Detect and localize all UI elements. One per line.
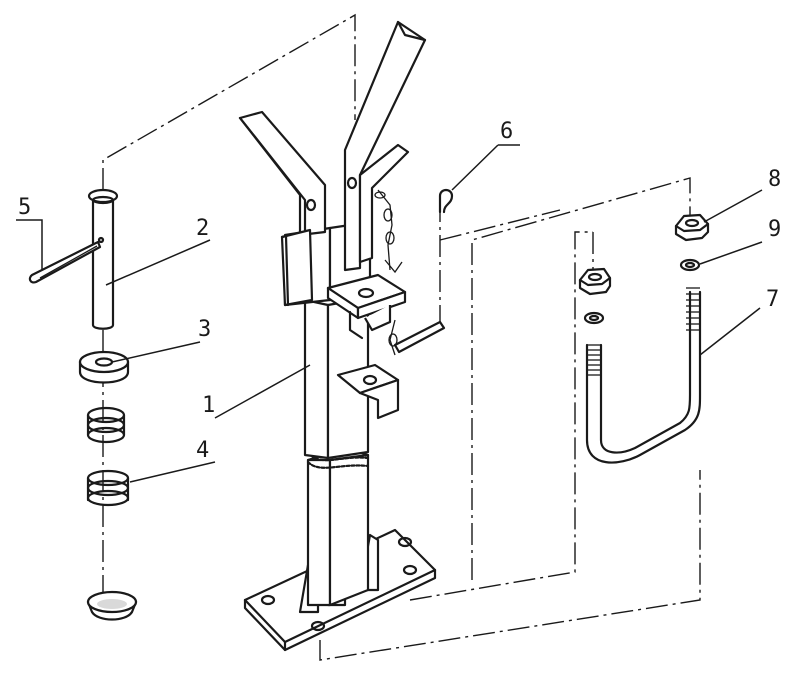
assembly-line-cross [439,209,561,241]
leader-1 [214,364,311,419]
assembly-line-ubolt-bottom [409,231,593,601]
callout-8: 8 [768,167,781,192]
fork-center-arm [343,20,427,272]
pin-cross-hole [97,236,105,244]
callout-9: 9 [768,217,781,242]
spring-cup [86,590,138,621]
assembly-line-base [319,470,701,661]
leader-8 [703,189,763,223]
leader-2 [105,239,211,286]
callout-3: 3 [198,317,211,342]
lock-washer-right [679,258,701,272]
hex-nut-left [578,267,612,296]
lower-tube [306,458,332,607]
base-hole [310,620,326,632]
leader-6 [451,144,520,191]
fork-hole [305,198,317,212]
callout-1: 1 [202,393,215,418]
assembly-lines [102,13,701,661]
callout-6: 6 [500,119,513,144]
callout-labels: 1 2 3 4 5 6 7 8 9 [18,119,781,463]
ubolt-threads-left [587,344,601,376]
base-hole [260,594,276,606]
hex-nut-right [674,213,710,242]
fork-side-ear [280,228,314,307]
base-hole [397,536,413,548]
assembly-line-pin [102,13,356,190]
spring-lower [86,469,130,507]
leader-7 [699,307,761,356]
leader-lines [16,144,763,483]
stand-post [238,20,446,652]
leader-5 [16,219,43,270]
washer [78,350,130,384]
callout-2: 2 [196,216,209,241]
fork-hole [346,176,358,190]
clevis-pin [87,188,119,330]
assembly-line-ubolt-top [471,177,691,580]
upper-tube [303,298,330,460]
leader-3 [111,341,201,363]
ubolt-threads-right [686,287,700,331]
spring-upper [86,406,126,444]
fork-right-arm [358,143,410,264]
callout-7: 7 [766,287,779,312]
leader-9 [699,241,763,265]
hair-clip [438,188,454,214]
cotter-pin [28,240,102,284]
callout-5: 5 [18,195,31,220]
leader-4 [129,461,216,483]
lock-washer-left [583,311,605,325]
u-bolt [585,287,702,464]
base-hole [402,564,418,576]
bracket-pin [393,320,446,354]
chain [377,189,393,271]
fork-left-arm [238,110,327,237]
callout-4: 4 [196,438,209,463]
